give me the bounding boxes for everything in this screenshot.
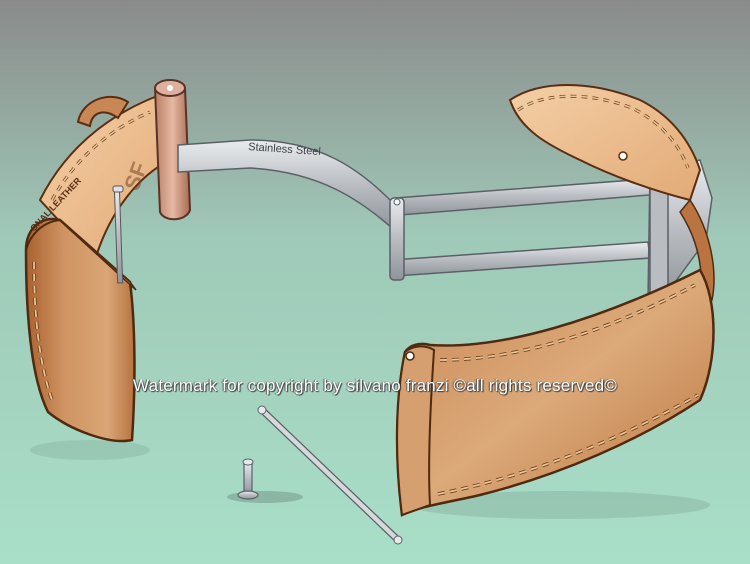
clasp-engraving: Stainless Steel bbox=[248, 141, 321, 158]
right-strap-piece bbox=[395, 84, 715, 517]
strap-keeper bbox=[153, 79, 192, 221]
screw-icon bbox=[237, 458, 259, 500]
left-strap-piece bbox=[24, 93, 172, 443]
spring-bar-icon bbox=[112, 185, 124, 284]
loose-spring-bar-icon bbox=[257, 405, 403, 545]
watermark-text: Watermark for copyright by silvano franz… bbox=[133, 376, 617, 395]
